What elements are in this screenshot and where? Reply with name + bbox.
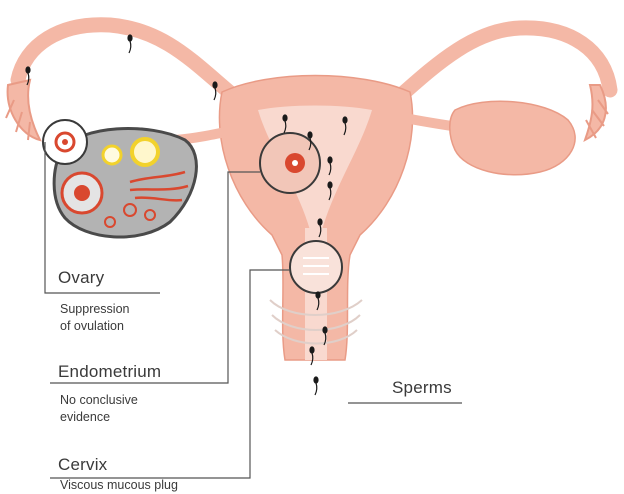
ovary-magnifier-core	[62, 139, 68, 145]
corpus-luteum	[132, 139, 158, 165]
sperms-label: Sperms	[392, 378, 452, 398]
ovary-note: Suppression of ovulation	[60, 301, 130, 335]
sperm	[308, 132, 312, 138]
sperm	[343, 117, 347, 123]
sperm	[283, 115, 287, 121]
right-ovary	[450, 101, 575, 174]
endometrium-magnifier-embryo-core	[292, 160, 298, 166]
corpus-albicans	[103, 146, 121, 164]
ovary-label: Ovary	[58, 268, 104, 288]
sperm	[328, 182, 332, 188]
sperm	[26, 67, 30, 73]
sperm	[314, 377, 318, 383]
sperm	[213, 82, 217, 88]
cervix-label: Cervix	[58, 455, 107, 475]
sperm	[310, 347, 314, 353]
sperm	[328, 157, 332, 163]
right-fallopian-tube	[390, 28, 610, 105]
endometrium-note: No conclusive evidence	[60, 392, 138, 426]
sperm	[316, 292, 320, 298]
sperm	[323, 327, 327, 333]
sperm	[318, 219, 322, 225]
sperm	[128, 35, 132, 41]
left-fimbriae	[6, 80, 40, 140]
endometrium-label: Endometrium	[58, 362, 161, 382]
cervix-note: Viscous mucous plug	[60, 477, 178, 494]
large-follicle-core	[74, 185, 90, 201]
